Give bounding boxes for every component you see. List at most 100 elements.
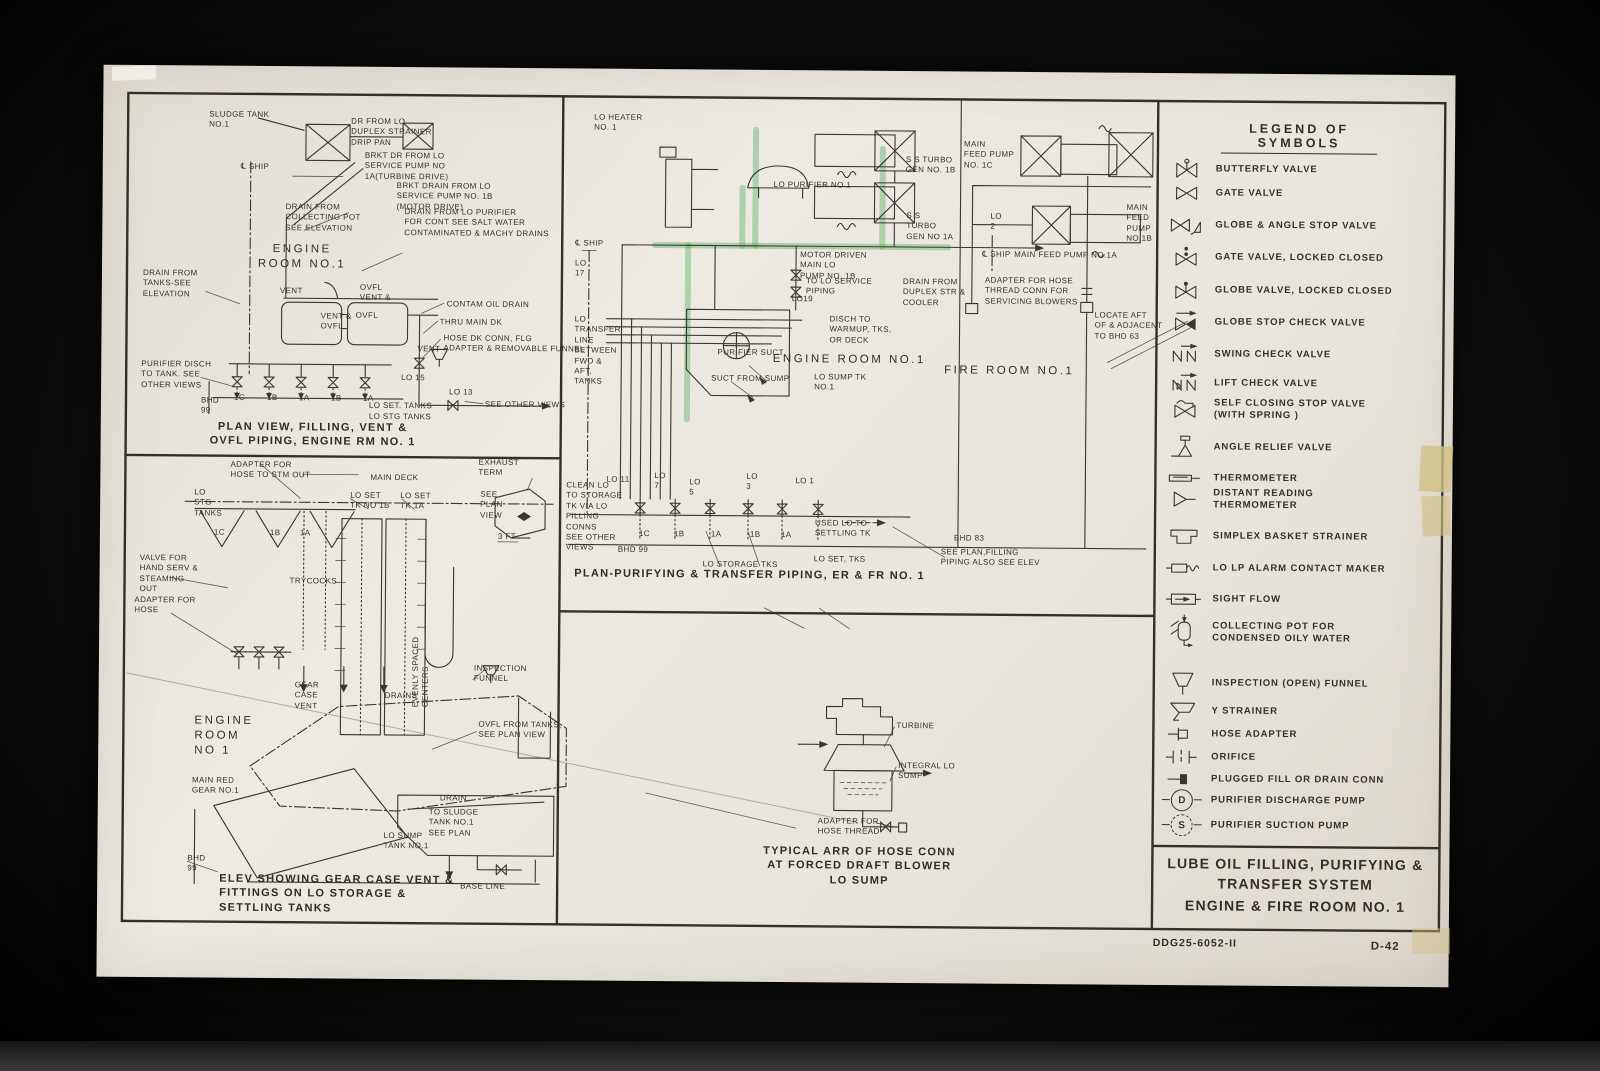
bulkhead-label: BHD 99	[200, 395, 220, 415]
legend-item: HOSE ADAPTER	[1162, 722, 1440, 748]
diagram-label: DRAIN FROM DUPLEX STR & COOLER	[902, 276, 966, 308]
globe-stop-check-valve-icon	[1166, 310, 1206, 334]
diagram-label: OVFL	[355, 310, 379, 320]
corner-chip	[111, 65, 157, 81]
drawing-board: SLUDGE TANK NO.1 DR FROM LO DUPLEX STRAI…	[96, 64, 1456, 988]
bulkhead-label: BHD 99	[617, 544, 649, 554]
pipe-number-label: LO 7	[654, 471, 666, 491]
tank-id-label: 1C	[638, 528, 651, 539]
alarm-contact-maker-icon	[1164, 556, 1204, 580]
legend-item: SELF CLOSING STOP VALVE (WITH SPRING )	[1165, 397, 1443, 423]
collecting-pot-icon	[1163, 614, 1203, 650]
pipe-number-label: LO19	[791, 294, 813, 304]
diagram-label: VENT & OVFL	[320, 311, 352, 331]
pipe-number-label: LO 3	[746, 471, 758, 492]
legend-label: LO LP ALARM CONTACT MAKER	[1212, 562, 1386, 575]
panel-caption: ELEV SHOWING GEAR CASE VENT & FITTINGS O…	[218, 872, 455, 915]
diagram-label: DRAIN FROM COLLECTING POT SEE ELEVATION	[285, 202, 361, 233]
centerline-label: ℄ SHIP	[240, 161, 270, 172]
plugged-fill-drain-icon	[1162, 767, 1202, 791]
diagram-label: PURIFIER SUCT	[717, 347, 784, 358]
tank-id-label: 1A	[710, 529, 722, 539]
butterfly-valve-icon	[1167, 157, 1207, 181]
y-strainer-icon	[1162, 698, 1202, 724]
room-name-label: ENGINE ROOM NO 1	[194, 714, 254, 757]
swing-check-valve-icon	[1165, 342, 1205, 366]
diagram-label: SUCT FROM SUMP	[711, 373, 790, 384]
diagram-label: MAIN FEED PUMP NO. 1C	[963, 139, 1015, 170]
diagram-label: VENT	[417, 344, 441, 354]
diagram-label: MAIN DECK	[370, 472, 419, 483]
diagram-label: TO SLUDGE TANK NO.1 SEE PLAN	[428, 807, 479, 838]
tank-id-label: 1B	[673, 529, 685, 539]
pipe-number-label: LO 15	[401, 373, 425, 383]
lift-check-valve-icon	[1165, 371, 1205, 395]
diagram-label: VENT	[279, 286, 303, 296]
gate-valve-icon	[1167, 181, 1207, 205]
room-name-label: FIRE ROOM NO.1	[944, 364, 1075, 378]
diagram-label: LO SUMP TANK NO.1	[383, 830, 429, 851]
legend-item: GATE VALVE	[1167, 181, 1445, 207]
legend-label: PURIFIER SUCTION PUMP	[1210, 819, 1350, 832]
diagram-label: TO LO SERVICE PIPING	[805, 276, 873, 296]
tank-id-label: 1C	[233, 392, 246, 402]
diagram-label: LO SET, TKS	[813, 554, 866, 564]
diagram-label: SEE PLAN VIEW	[480, 489, 503, 520]
diagram-label: LO PURIFIER NO.1	[773, 179, 852, 190]
legend-item: LO LP ALARM CONTACT MAKER	[1164, 556, 1442, 582]
legend-item: PLUGGED FILL OR DRAIN CONN	[1162, 767, 1440, 793]
legend-item: GLOBE VALVE, LOCKED CLOSED	[1166, 278, 1444, 304]
legend-label: SWING CHECK VALVE	[1214, 348, 1332, 361]
diagram-label: MAIN FEED PUMP NO.1B	[1126, 202, 1153, 244]
legend-label: GATE VALVE, LOCKED CLOSED	[1215, 251, 1384, 264]
diagram-label: S S TURBO GEN NO. 1B	[905, 155, 956, 175]
legend-label: GLOBE VALVE, LOCKED CLOSED	[1214, 284, 1393, 297]
hose-adapter-icon	[1162, 722, 1202, 746]
simplex-basket-strainer-icon	[1164, 524, 1204, 548]
centerline-label: ℄ SHIP	[982, 249, 1011, 259]
diagram-label: ADAPTER FOR HOSE	[134, 594, 196, 615]
diagram-label: SEE OTHER VIEWS	[484, 399, 566, 410]
room-name-label: ENGINE ROOM NO.1	[772, 352, 926, 367]
tank-id-label: 1A	[298, 393, 310, 403]
tank-id-label: 1B	[266, 392, 278, 403]
tank-id-label: 1C	[213, 527, 226, 537]
diagram-label: INSPECTION FUNNEL	[473, 663, 527, 684]
legend-label: BUTTERFLY VALVE	[1215, 163, 1318, 176]
diagram-label: OVFL VENT &	[359, 282, 391, 303]
legend-title: LEGEND OF SYMBOLS	[1220, 121, 1378, 155]
diagram-label: LO SET TK NO 1B	[350, 490, 390, 511]
hose-conn-linework	[645, 697, 933, 833]
purifier-discharge-pump-icon: D	[1162, 789, 1202, 812]
diagram-label: LOCATE AFT OF & ADJACENT TO BHD 63	[1094, 310, 1163, 341]
legend-item: DISTANT READING THERMOMETER	[1164, 487, 1442, 513]
tank-id-label: 1B	[330, 393, 342, 403]
diagram-label: DR FROM LO DUPLEX STRAINER DRIP PAN	[350, 116, 432, 147]
title-block-line2: TRANSFER SYSTEM	[1217, 875, 1374, 893]
diagram-label: LO TRANSFER LINE BETWEEN FWD & AFT, TANK…	[574, 314, 621, 386]
diagram-label: SLUDGE TANK NO.1	[209, 109, 270, 130]
diagram-label: DISCH TO WARMUP, TKS, OR DECK	[829, 314, 892, 345]
legend-label: SIGHT FLOW	[1212, 593, 1282, 606]
panel-caption: TYPICAL ARR OF HOSE CONN AT FORCED DRAFT…	[763, 844, 956, 887]
panel-caption: PLAN-PURIFYING & TRANSFER PIPING, ER & F…	[574, 567, 926, 583]
angle-relief-valve-icon	[1165, 435, 1205, 459]
thermometer-icon	[1164, 466, 1204, 490]
legend-item: D PURIFIER DISCHARGE PUMP	[1162, 789, 1440, 813]
diagram-label: DRAIN	[439, 793, 467, 803]
pipe-number-label: LO 13	[449, 387, 473, 397]
diagram-label: OVFL FROM TANKS, SEE PLAN VIEW	[478, 719, 562, 740]
legend-item: COLLECTING POT FOR CONDENSED OILY WATER	[1163, 614, 1441, 652]
sight-flow-icon	[1163, 587, 1203, 611]
legend-label: SELF CLOSING STOP VALVE (WITH SPRING )	[1213, 397, 1366, 422]
legend-label: GLOBE & ANGLE STOP VALVE	[1215, 219, 1377, 232]
diagram-label: THRU MAIN DK	[439, 317, 503, 327]
diagram-label: HOSE DK CONN, FLG ADAPTER & REMOVABLE FU…	[443, 333, 585, 354]
legend-label: PLUGGED FILL OR DRAIN CONN	[1210, 773, 1385, 786]
legend-item: ANGLE RELIEF VALVE	[1165, 435, 1443, 461]
legend-label: THERMOMETER	[1213, 472, 1298, 485]
diagram-label: PURIFIER DISCH TO TANK. SEE OTHER VIEWS	[141, 359, 212, 390]
diagram-label: MAIN FEED PUMP NO.1A	[1014, 249, 1118, 260]
diagram-label: ADAPTER FOR HOSE THREAD	[817, 816, 880, 837]
